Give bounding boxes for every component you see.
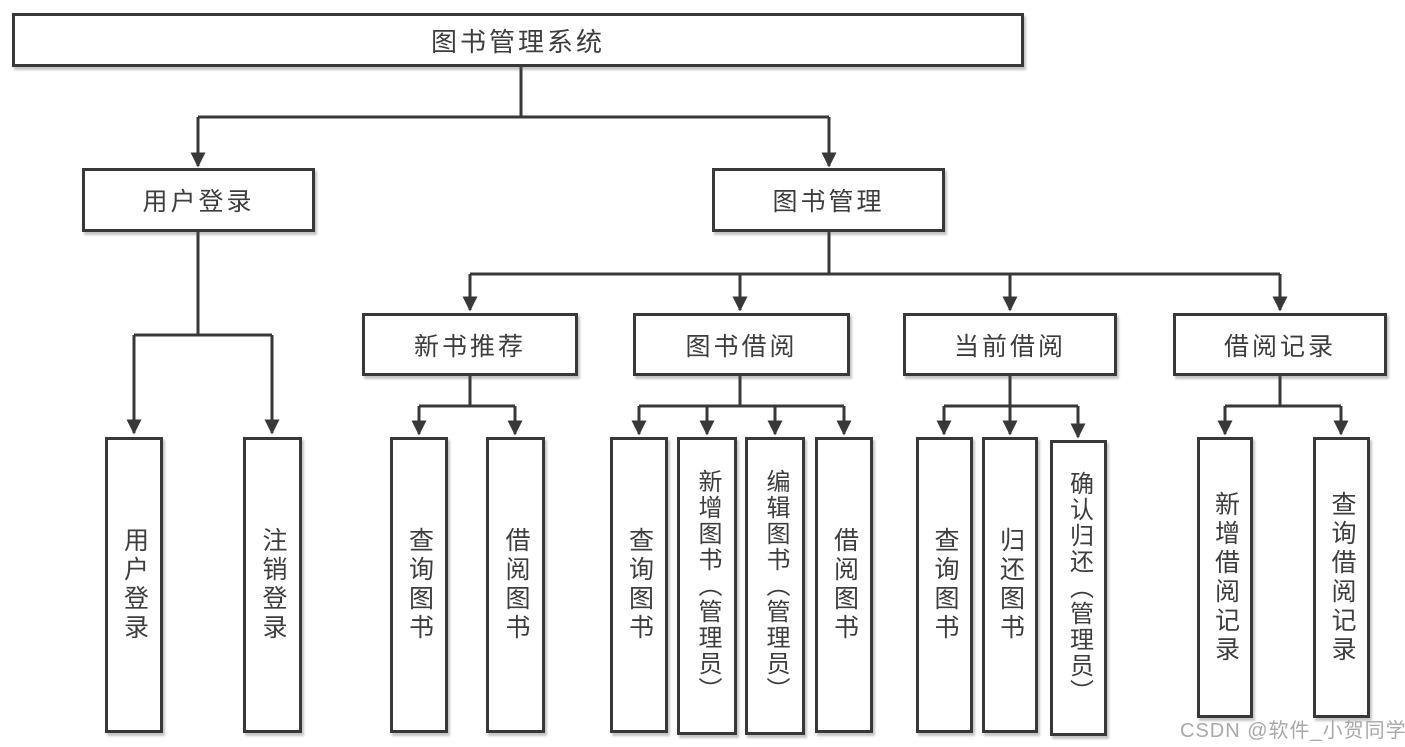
leaf-bb-edit-book-admin-label: 编辑图书（管理员） [762, 469, 789, 703]
connector-current-borrow-split [944, 376, 1078, 408]
leaf-nb-query-book: 查询图书 [390, 437, 448, 733]
leaf-br-query-record-label: 查询借阅记录 [1328, 490, 1356, 665]
node-book-management-label: 图书管理 [772, 188, 885, 216]
leaf-logout: 注销登录 [243, 437, 302, 733]
leaf-bb-edit-book-admin: 编辑图书（管理员） [745, 437, 805, 735]
node-new-book-recommend: 新书推荐 [362, 313, 578, 376]
leaf-cb-query-book-label: 查询图书 [931, 527, 959, 643]
node-user-login: 用户登录 [82, 168, 315, 232]
leaf-bb-query-book: 查询图书 [610, 437, 668, 733]
connector-book-mgmt-split [470, 232, 1280, 276]
connector-borrow-record-split [1225, 376, 1341, 408]
connector-user-login-split [134, 232, 272, 337]
leaf-nb-borrow-book-label: 借阅图书 [502, 527, 530, 643]
leaf-nb-borrow-book: 借阅图书 [486, 437, 545, 733]
leaf-br-add-record: 新增借阅记录 [1197, 437, 1253, 718]
leaf-user-login-label: 用户登录 [120, 527, 149, 643]
node-book-management: 图书管理 [712, 168, 945, 232]
leaf-cb-confirm-return-admin-label: 确认归还（管理员） [1065, 471, 1093, 705]
csdn-watermark: CSDN @软件_小贺同学 [1180, 720, 1405, 742]
connector-new-book-split [419, 376, 515, 408]
node-library-system-label: 图书管理系统 [430, 26, 605, 57]
connector-book-borrow-split [639, 376, 844, 408]
leaf-bb-borrow-book: 借阅图书 [815, 437, 873, 733]
leaf-cb-return-book-label: 归还图书 [996, 527, 1025, 643]
leaf-user-login: 用户登录 [105, 437, 163, 733]
leaf-cb-return-book: 归还图书 [982, 437, 1038, 733]
leaf-br-add-record-label: 新增借阅记录 [1211, 490, 1240, 665]
connector-root-split [198, 67, 829, 119]
leaf-bb-query-book-label: 查询图书 [625, 527, 654, 643]
node-library-system: 图书管理系统 [12, 13, 1024, 67]
leaf-nb-query-book-label: 查询图书 [405, 527, 434, 643]
leaf-bb-borrow-book-label: 借阅图书 [830, 527, 859, 643]
node-borrow-record-label: 借阅记录 [1223, 332, 1336, 361]
leaf-br-query-record: 查询借阅记录 [1313, 437, 1370, 718]
leaf-bb-add-book-admin-label: 新增图书（管理员） [694, 469, 721, 703]
node-current-borrow: 当前借阅 [903, 313, 1117, 376]
node-user-login-label: 用户登录 [142, 188, 255, 216]
node-new-book-recommend-label: 新书推荐 [413, 332, 526, 361]
node-book-borrow: 图书借阅 [633, 313, 850, 376]
node-current-borrow-label: 当前借阅 [953, 332, 1066, 361]
node-book-borrow-label: 图书借阅 [685, 332, 798, 361]
leaf-logout-label: 注销登录 [259, 527, 287, 643]
node-borrow-record: 借阅记录 [1173, 313, 1387, 376]
leaf-cb-query-book: 查询图书 [916, 437, 973, 733]
leaf-bb-add-book-admin: 新增图书（管理员） [677, 437, 737, 735]
leaf-cb-confirm-return-admin: 确认归还（管理员） [1050, 440, 1107, 736]
